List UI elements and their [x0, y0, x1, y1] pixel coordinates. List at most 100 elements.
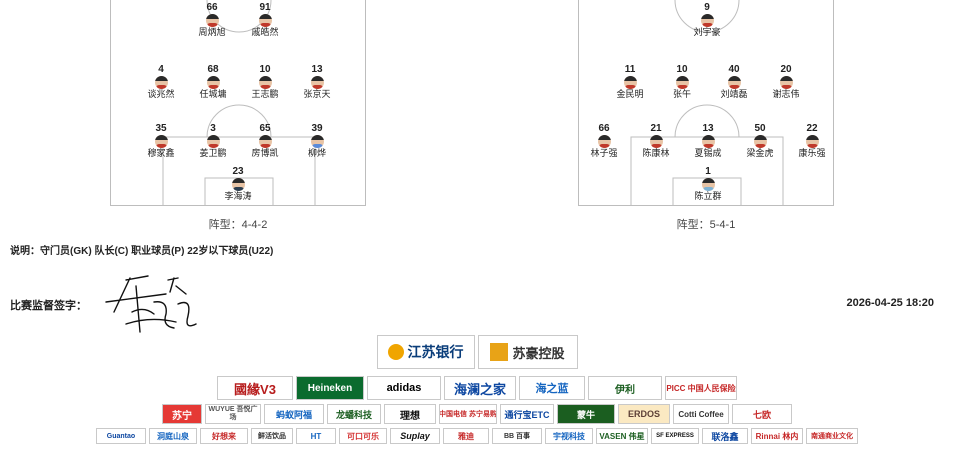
left-player-2[interactable]: 91 戚皓然	[235, 2, 295, 38]
player-number: 35	[155, 123, 167, 134]
right-player-1[interactable]: 9 刘宇豪	[677, 2, 737, 38]
left-player-3[interactable]: 4 谈兆然	[131, 64, 191, 100]
player-avatar-icon	[779, 76, 793, 89]
player-name: 刘宇豪	[693, 27, 721, 37]
left-player-8[interactable]: 3 姜卫鹏	[183, 123, 243, 159]
sponsor-sf-express[interactable]: SF EXPRESS	[651, 428, 699, 444]
player-avatar-icon	[154, 76, 168, 89]
legend-text: 说明：守门员(GK) 队长(C) 职业球员(P) 22岁以下球员(U22)	[10, 246, 274, 257]
left-player-7[interactable]: 35 穆家鑫	[131, 123, 191, 159]
player-avatar-icon	[310, 76, 324, 89]
player-name: 任城墉	[199, 89, 227, 99]
sponsor-row-4: Guantao 洞庭山泉 好想来 鲜活饮品 HT 可口可乐 Suplay 雅迪 …	[0, 428, 954, 444]
sponsor-guoyuan[interactable]: 國緣V3	[217, 376, 293, 400]
right-goalkeeper[interactable]: 1 陈立群	[678, 166, 738, 202]
right-player-6[interactable]: 66 林子强	[574, 123, 634, 159]
sponsor-wuyue[interactable]: WUYUE 吾悦广场	[205, 404, 261, 424]
sponsor-picc[interactable]: PICC 中国人民保险	[665, 376, 737, 400]
sponsor-mayi[interactable]: 蚂蚁阿福	[264, 404, 324, 424]
player-name: 柳烨	[307, 148, 326, 158]
player-number: 65	[259, 123, 271, 134]
sponsor-erdos[interactable]: ERDOS	[618, 404, 670, 424]
player-name: 戚皓然	[251, 27, 279, 37]
sponsor-cotti[interactable]: Cotti Coffee	[673, 404, 729, 424]
player-name: 金民明	[616, 89, 644, 99]
sponsor-tongxingbao[interactable]: 通行宝ETC	[500, 404, 554, 424]
signature-label: 比赛监督签字：	[10, 300, 87, 312]
player-number: 9	[704, 2, 710, 13]
sponsor-mengniu[interactable]: 蒙牛	[557, 404, 615, 424]
player-number: 66	[206, 2, 218, 13]
player-number: 66	[598, 123, 610, 134]
sponsor-dongtingshan[interactable]: 洞庭山泉	[149, 428, 197, 444]
player-name: 穆家鑫	[147, 148, 175, 158]
sponsor-suning[interactable]: 苏宁	[162, 404, 202, 424]
player-number: 20	[780, 64, 792, 75]
sponsor-coca-cola[interactable]: 可口可乐	[339, 428, 387, 444]
sponsor-vasen[interactable]: VASEN 伟星	[596, 428, 648, 444]
sponsor-ht[interactable]: HT	[296, 428, 336, 444]
left-player-10[interactable]: 39 柳烨	[287, 123, 347, 159]
sponsor-baishi[interactable]: BB 百事	[492, 428, 542, 444]
player-avatar-icon	[258, 76, 272, 89]
sponsor-rinnai[interactable]: Rinnai 林内	[751, 428, 803, 444]
player-name: 谈兆然	[147, 89, 175, 99]
right-player-4[interactable]: 40 刘靖磊	[704, 64, 764, 100]
sponsor-heineken[interactable]: Heineken	[296, 376, 364, 400]
sponsor-row-2: 國緣V3 Heineken adidas 海澜之家 海之蓝 伊利 PICC 中国…	[0, 376, 954, 400]
sponsor-lixiang[interactable]: 理想	[384, 404, 436, 424]
right-player-5[interactable]: 20 谢志伟	[756, 64, 816, 100]
left-goalkeeper[interactable]: 23 李海涛	[208, 166, 268, 202]
left-player-9[interactable]: 65 房博凯	[235, 123, 295, 159]
sponsor-telecom-suning[interactable]: 中国电信 苏宁易购	[439, 404, 497, 424]
sponsor-yili[interactable]: 伊利	[588, 376, 662, 400]
left-player-1[interactable]: 66 周炳旭	[182, 2, 242, 38]
right-formation: 阵型：5-4-1	[676, 219, 736, 231]
sponsor-adidas[interactable]: adidas	[367, 376, 441, 400]
left-pitch	[110, 0, 366, 206]
sponsor-guantao[interactable]: Guantao	[96, 428, 146, 444]
left-player-6[interactable]: 13 张京天	[287, 64, 347, 100]
player-number: 10	[259, 64, 271, 75]
sponsor-haizhilan[interactable]: 海之蓝	[519, 376, 585, 400]
player-avatar-icon	[623, 76, 637, 89]
right-player-2[interactable]: 11 金民明	[600, 64, 660, 100]
player-number: 10	[676, 64, 688, 75]
sponsor-qiou[interactable]: 七欧	[732, 404, 792, 424]
sponsor-hailan[interactable]: 海澜之家	[444, 376, 516, 400]
player-number: 11	[624, 64, 636, 75]
sponsor-longpan[interactable]: 龙蟠科技	[327, 404, 381, 424]
player-name: 姜卫鹏	[199, 148, 227, 158]
sponsor-xianhuo[interactable]: 鲜活饮品	[251, 428, 293, 444]
sponsor-jiangsu-bank[interactable]: 江苏银行	[376, 335, 475, 369]
player-avatar-icon	[206, 76, 220, 89]
right-player-8[interactable]: 13 夏锡成	[678, 123, 738, 159]
player-name: 王志鹏	[251, 89, 279, 99]
player-avatar-icon	[310, 135, 324, 148]
player-avatar-icon	[154, 135, 168, 148]
right-player-3[interactable]: 10 张午	[652, 64, 712, 100]
player-number: 23	[232, 166, 244, 177]
sponsor-suplay[interactable]: Suplay	[390, 428, 440, 444]
left-player-4[interactable]: 68 任城墉	[183, 64, 243, 100]
right-player-7[interactable]: 21 陈康林	[626, 123, 686, 159]
player-name: 周炳旭	[198, 27, 226, 37]
player-avatar-icon	[701, 135, 715, 148]
player-number: 91	[259, 2, 271, 13]
player-avatar-icon	[649, 135, 663, 148]
left-player-5[interactable]: 10 王志鹏	[235, 64, 295, 100]
sponsor-haoxianglai[interactable]: 好想来	[200, 428, 248, 444]
right-player-10[interactable]: 22 康乐强	[782, 123, 842, 159]
player-number: 13	[702, 123, 714, 134]
sponsor-soho[interactable]: 苏豪控股	[477, 335, 578, 369]
right-player-9[interactable]: 50 梁金虎	[730, 123, 790, 159]
sponsor-yushi[interactable]: 宇视科技	[545, 428, 593, 444]
sponsor-yadi[interactable]: 雅迪	[443, 428, 489, 444]
player-number: 40	[728, 64, 740, 75]
right-pitch	[578, 0, 834, 206]
sponsor-lianluoxin[interactable]: 联洛鑫	[702, 428, 748, 444]
player-name: 夏锡成	[694, 148, 722, 158]
signature-image	[105, 275, 197, 333]
sponsor-nantong-culture[interactable]: 南通商业文化	[806, 428, 858, 444]
player-number: 50	[754, 123, 766, 134]
